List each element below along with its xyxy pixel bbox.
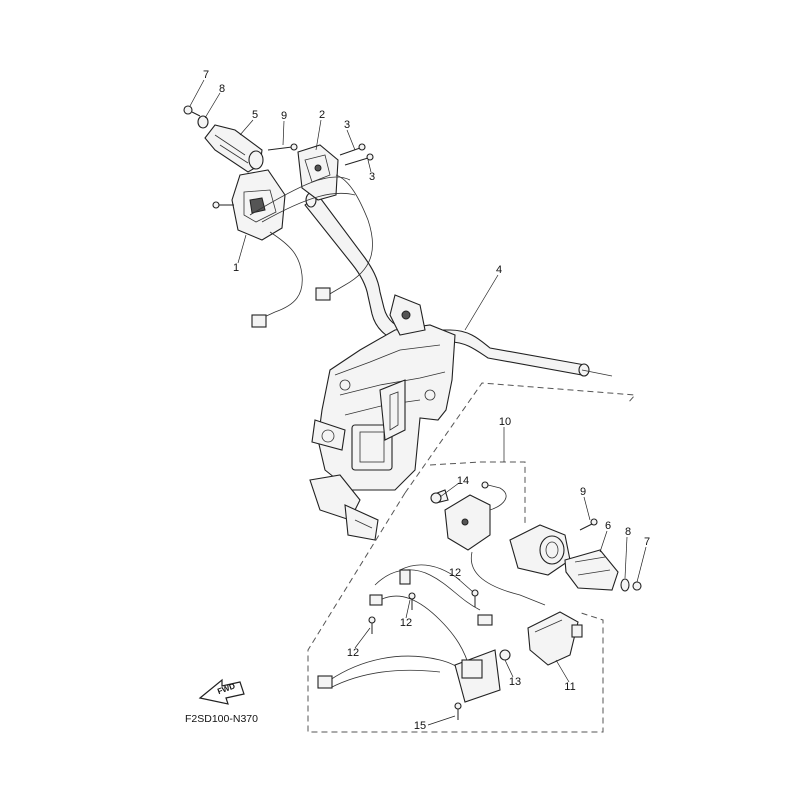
callout-13: 13 <box>509 676 521 688</box>
left-grip <box>204 124 264 173</box>
callout-1: 1 <box>233 262 239 274</box>
callout-12-upper: 12 <box>449 567 461 579</box>
forward-direction-arrow: FWD <box>198 678 245 705</box>
diagram-code: F2SD100-N370 <box>185 713 258 725</box>
switch-cover <box>527 611 583 666</box>
callout-5: 5 <box>252 109 258 121</box>
callout-8-left: 8 <box>219 83 225 95</box>
throttle-housing <box>297 144 373 301</box>
right-grip-housing <box>509 518 598 576</box>
grommet <box>499 649 511 661</box>
callout-12-middle: 12 <box>400 617 412 629</box>
relay-bracket <box>454 649 511 703</box>
callout-7-right: 7 <box>644 536 650 548</box>
callout-3-upper: 3 <box>344 119 350 131</box>
callout-8-right: 8 <box>625 526 631 538</box>
upper-screws <box>267 143 374 166</box>
leader-lines <box>189 79 647 726</box>
callout-9-right: 9 <box>580 486 586 498</box>
callout-15: 15 <box>414 720 426 732</box>
left-grip-end-screw-and-washer <box>183 105 209 129</box>
throttle-switch-connector <box>315 287 331 301</box>
steering-head-assembly <box>309 294 456 541</box>
cap-part-14 <box>430 492 442 504</box>
right-grip-end-screw-and-washer <box>620 578 642 592</box>
relay-small <box>399 569 411 585</box>
harness-end-connector <box>317 675 333 689</box>
right-grip <box>564 549 619 591</box>
harness-connector-left <box>369 594 383 606</box>
assembly-boundary-upper <box>404 382 637 494</box>
harness-connector-right <box>477 614 493 626</box>
callout-11: 11 <box>564 681 575 693</box>
callout-4: 4 <box>496 264 502 276</box>
callout-6: 6 <box>605 520 611 532</box>
assembly-boundary-lower <box>307 492 604 733</box>
callout-labels: 7 8 5 9 2 3 3 1 4 10 14 9 6 8 7 12 12 12… <box>203 69 650 732</box>
callout-9-left: 9 <box>281 110 287 122</box>
callout-3-lower: 3 <box>369 171 375 183</box>
callout-2: 2 <box>319 109 325 121</box>
handlebar <box>304 192 613 377</box>
callout-10: 10 <box>499 416 511 428</box>
handlebar-wiring <box>249 176 356 223</box>
lower-wiring-harness <box>317 564 493 691</box>
callout-14: 14 <box>457 475 469 487</box>
lower-screws <box>368 589 479 720</box>
callout-12-lower: 12 <box>347 647 359 659</box>
left-switch-connector <box>251 314 267 328</box>
left-switch-housing <box>212 169 303 328</box>
callout-7-left: 7 <box>203 69 209 81</box>
switch-group-boundary <box>429 461 526 525</box>
